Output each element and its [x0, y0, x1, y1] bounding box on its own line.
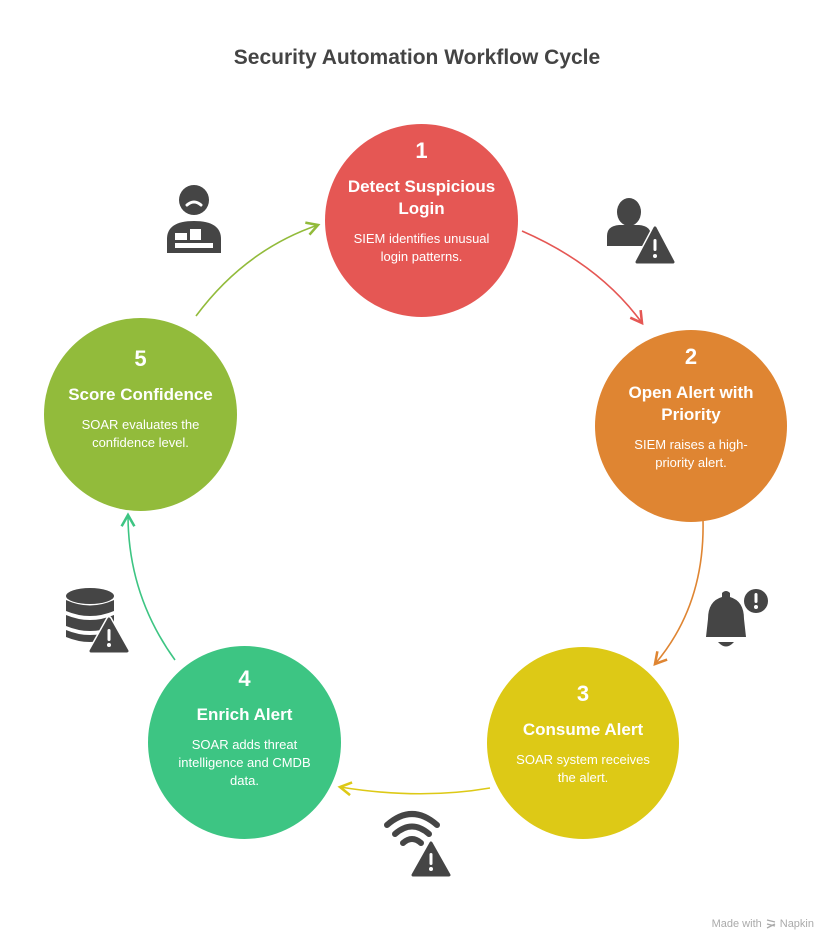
bell-alert-icon	[706, 586, 771, 647]
arrow-5-to-1	[195, 221, 321, 317]
step-5-circle: 5 Score Confidence SOAR evaluates the co…	[44, 318, 237, 511]
analyst-icon	[167, 185, 221, 253]
step-number: 3	[576, 681, 590, 706]
step-heading: Score Confidence	[68, 385, 213, 404]
made-with-label: Made with	[711, 918, 762, 930]
step-number: 1	[415, 138, 428, 163]
napkin-logo-icon	[766, 919, 776, 929]
step-heading: Detect Suspicious Login	[347, 177, 496, 218]
step-3-circle: 3 Consume Alert SOAR system receives the…	[487, 647, 679, 839]
arrow-3-to-4	[337, 781, 491, 797]
step-2-circle: 2 Open Alert with Priority SIEM raises a…	[595, 330, 787, 522]
database-warning-icon	[66, 588, 130, 654]
user-warning-icon	[607, 198, 675, 265]
arrow-2-to-3	[653, 519, 704, 666]
arrow-1-to-2	[521, 230, 644, 326]
step-description: SIEM raises a high-priority alert.	[634, 437, 748, 470]
step-heading: Enrich Alert	[196, 705, 293, 724]
step-1-circle: 1 Detect Suspicious Login SIEM identifie…	[325, 124, 518, 317]
step-heading: Open Alert with Priority	[628, 383, 754, 424]
step-number: 2	[684, 344, 698, 369]
step-description: SIEM identifies unusual login patterns.	[353, 231, 490, 264]
napkin-watermark[interactable]: Made with Napkin	[712, 918, 814, 930]
step-description: SOAR adds threat intelligence and CMDB d…	[178, 737, 311, 788]
step-description: SOAR evaluates the confidence level.	[81, 417, 200, 450]
wifi-warning-icon	[384, 811, 451, 877]
arrow-4-to-5	[120, 512, 176, 661]
step-number: 4	[238, 666, 251, 691]
step-description: SOAR system receives the alert.	[516, 752, 650, 785]
diagram-title: Security Automation Workflow Cycle	[233, 46, 601, 69]
step-4-circle: 4 Enrich Alert SOAR adds threat intellig…	[148, 646, 341, 839]
step-number: 5	[134, 346, 147, 371]
napkin-brand: Napkin	[779, 918, 814, 930]
step-heading: Consume Alert	[522, 720, 644, 739]
